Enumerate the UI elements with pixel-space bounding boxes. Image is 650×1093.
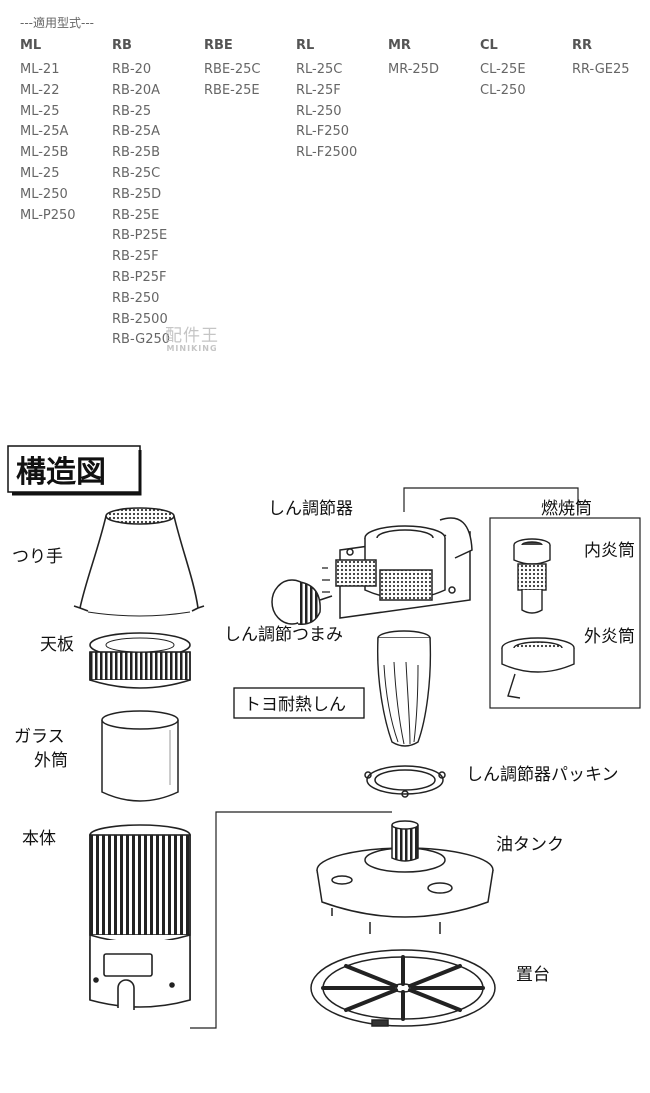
model-item: ML-25: [20, 103, 60, 119]
base-part: [310, 949, 496, 1027]
column-header: MR: [388, 38, 411, 53]
model-column-rl: RL RL-25C RL-25F RL-250 RL-F250 RL-F2500: [296, 36, 386, 164]
label-handle: つり手: [12, 547, 63, 567]
model-item: RL-250: [296, 103, 342, 119]
label-wick: トヨ耐熱しん: [244, 695, 346, 715]
wick-part: [376, 630, 432, 747]
model-item: RB-P25F: [112, 269, 167, 285]
model-item: RB-25F: [112, 249, 159, 265]
label-outer-flame: 外炎筒: [584, 627, 635, 647]
model-item: RB-25: [112, 103, 152, 119]
label-base: 置台: [516, 965, 550, 985]
model-item: RB-25A: [112, 124, 161, 140]
model-item: RB-25D: [112, 186, 162, 202]
model-item: ML-21: [20, 62, 60, 77]
model-item: CL-250: [480, 82, 526, 98]
label-inner-flame: 内炎筒: [584, 541, 635, 561]
label-gasket: しん調節器パッキン: [466, 765, 619, 785]
column-header: ML: [20, 38, 42, 53]
label-glass-line1: ガラス: [14, 727, 65, 747]
model-item: ML-25B: [20, 145, 69, 161]
label-combustion-cylinder: 燃焼筒: [541, 499, 592, 519]
inner-flame-part: [513, 538, 551, 614]
model-item: RB-25C: [112, 165, 161, 181]
body-tank-connector: [190, 811, 392, 1029]
wick-adjuster-part: [322, 517, 473, 619]
model-item: RL-F2500: [296, 145, 358, 161]
model-item: RBE-25E: [204, 82, 260, 98]
model-item: RL-25F: [296, 82, 341, 98]
structure-diagram: 構造図 つり手 天板 ガラス 外筒 本体: [7, 445, 641, 1029]
model-item: RB-250: [112, 290, 160, 306]
wick-label-box: [233, 687, 365, 719]
models-table: ML ML-21 ML-22 ML-25 ML-25A ML-25B ML-25…: [0, 36, 650, 366]
model-item: RB-20A: [112, 82, 161, 98]
model-item: RL-F250: [296, 124, 350, 140]
column-header: RBE: [204, 38, 233, 53]
model-item: RB-25E: [112, 207, 160, 223]
adjuster-bracket-line: [403, 487, 579, 512]
gasket-part: [364, 765, 446, 798]
model-item: ML-22: [20, 82, 60, 98]
top-plate-part: [89, 632, 191, 689]
column-header: RL: [296, 38, 315, 53]
body-part: [89, 824, 191, 1010]
column-header: RB: [112, 38, 132, 53]
model-item: ML-25: [20, 165, 60, 181]
model-item: CL-25E: [480, 62, 526, 77]
oil-tank-part: [316, 820, 494, 934]
label-wick-knob: しん調節つまみ: [224, 625, 343, 645]
model-item: MR-25D: [388, 62, 439, 77]
watermark-text: 配件王: [165, 326, 219, 346]
diagram-title: 構造図: [16, 455, 106, 490]
model-column-rr: RR RR-GE25: [572, 36, 650, 81]
glass-cylinder-part: [101, 710, 179, 802]
model-column-rbe: RBE RBE-25C RBE-25E: [204, 36, 294, 102]
model-column-mr: MR MR-25D: [388, 36, 478, 81]
column-header: CL: [480, 38, 498, 53]
column-header: RR: [572, 38, 593, 53]
model-item: RB-25B: [112, 145, 161, 161]
model-item: RB-20: [112, 62, 152, 77]
model-item: RB-G250: [112, 332, 171, 348]
label-oil-tank: 油タンク: [496, 835, 564, 855]
models-heading: ---適用型式---: [20, 16, 94, 30]
model-item: RB-2500: [112, 311, 168, 327]
watermark-logo: 配件王 MINIKING: [165, 328, 219, 353]
model-column-rb: RB RB-20 RB-20A RB-25 RB-25A RB-25B RB-2…: [112, 36, 202, 351]
model-item: RL-25C: [296, 62, 343, 77]
model-item: RB-P25E: [112, 228, 168, 244]
wick-knob-part: [271, 579, 333, 625]
handle-part: [73, 507, 205, 617]
label-wick-adjuster: しん調節器: [268, 499, 353, 519]
model-item: ML-25A: [20, 124, 69, 140]
label-glass-line2: 外筒: [34, 751, 68, 771]
outer-flame-part: [501, 637, 575, 699]
label-top-plate: 天板: [40, 635, 74, 655]
label-body: 本体: [22, 829, 56, 849]
model-item: ML-250: [20, 186, 68, 202]
model-item: ML-P250: [20, 207, 76, 223]
model-column-cl: CL CL-25E CL-250: [480, 36, 570, 102]
model-item: RBE-25C: [204, 62, 261, 77]
diagram-title-box: 構造図: [7, 445, 142, 496]
model-item: RR-GE25: [572, 62, 630, 77]
watermark-subtext: MINIKING: [166, 344, 218, 353]
model-column-ml: ML ML-21 ML-22 ML-25 ML-25A ML-25B ML-25…: [20, 36, 110, 226]
